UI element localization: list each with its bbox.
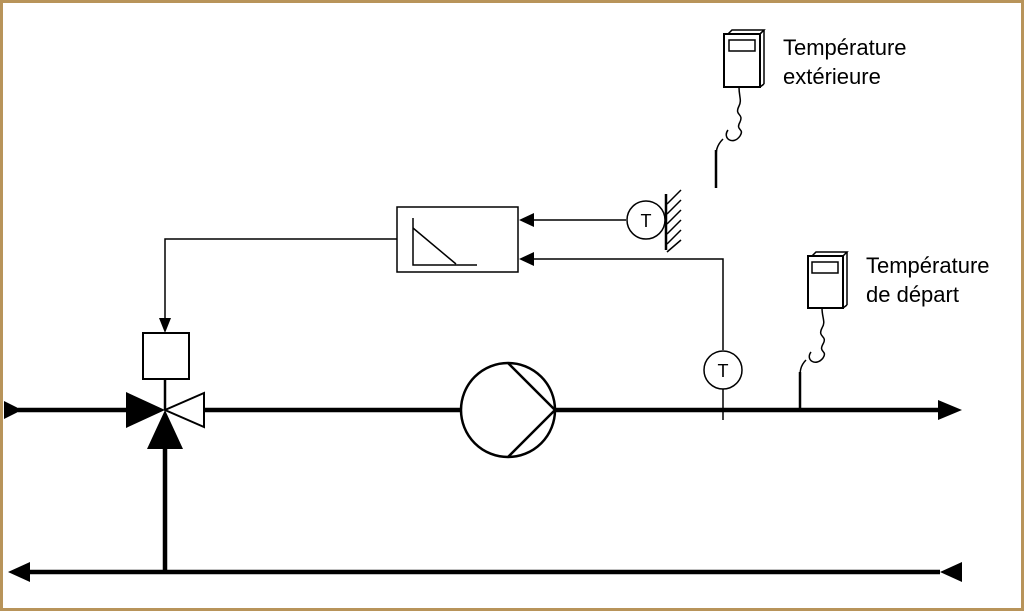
circulation-pump (459, 361, 557, 459)
return-outlet-arrow (8, 562, 30, 582)
outdoor-sensor-letter: T (641, 211, 652, 231)
outdoor-thermostat-device (714, 29, 766, 188)
return-pipe (8, 562, 962, 582)
return-inlet-arrow (940, 562, 962, 582)
flow-thermostat-display (811, 261, 839, 274)
flow-temperature-sensor: T (703, 350, 743, 420)
flow-thermostat-device (798, 251, 849, 410)
supply-outlet-arrow (938, 400, 962, 420)
outdoor-temperature-sensor: T (626, 200, 666, 240)
three-way-valve (126, 380, 205, 449)
supply-pipe (4, 400, 962, 420)
flow-sensor-letter: T (718, 361, 729, 381)
outdoor-temperature-label-line1: Température (783, 35, 907, 60)
outside-wall-icon (664, 189, 682, 253)
supply-inlet-arrow (4, 401, 22, 419)
flow-signal-line (534, 258, 724, 350)
flow-temperature-label-line1: Température (866, 253, 990, 278)
outdoor-temperature-label-line2: extérieure (783, 64, 881, 89)
outdoor-temperature-label: Température extérieure (783, 33, 907, 91)
flow-signal-arrow (519, 252, 534, 266)
flow-sensor-cable (799, 307, 826, 379)
outdoor-thermostat-display (728, 39, 756, 52)
flow-temperature-label-line2: de départ (866, 282, 959, 307)
valve-right-port (162, 391, 205, 429)
heating-curve-graph (412, 218, 477, 266)
valve-actuator (142, 332, 190, 380)
actuator-signal-line (164, 238, 397, 318)
outdoor-signal-arrow (519, 213, 534, 227)
valve-bottom-port (147, 410, 183, 449)
valve-left-port (126, 392, 165, 428)
flow-temperature-label: Température de départ (866, 251, 990, 309)
heating-controller (396, 206, 519, 273)
outdoor-sensor-cable (715, 86, 743, 159)
actuator-signal-arrow (159, 318, 171, 333)
